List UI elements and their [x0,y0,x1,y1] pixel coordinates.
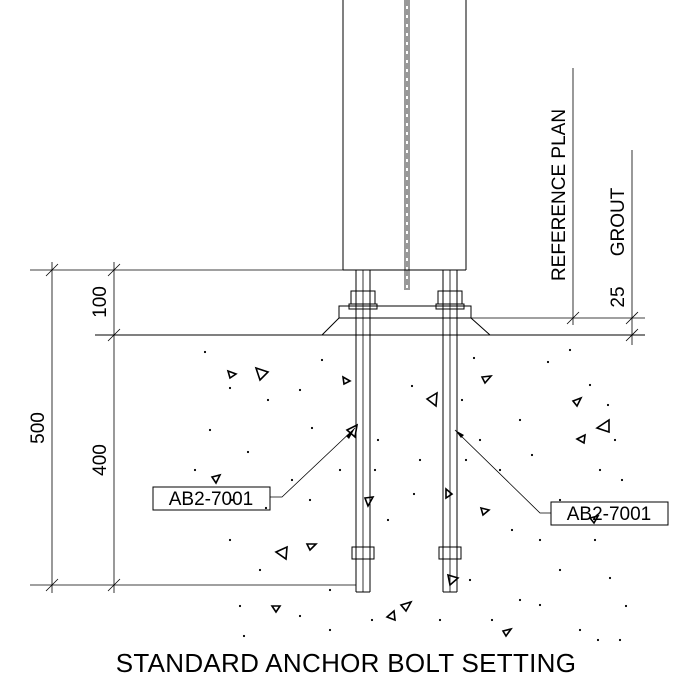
dim-top-label: 100 [90,286,111,318]
anchor-bolt-left [348,270,378,593]
bolt-tag-left: AB2-7001 [169,489,254,510]
dimension-lines-right [566,68,639,345]
dim-total-label: 500 [28,412,49,444]
steel-column [342,0,467,290]
bolt-tag-right: AB2-7001 [567,504,652,525]
anchor-bolt-right [435,270,465,593]
concrete-aggregate [210,366,610,638]
base-plate [320,305,492,336]
reference-plan-label: REFERENCE PLAN [549,109,570,281]
dim-embed-label: 400 [90,444,111,476]
bolt-tag-right-box [550,501,669,526]
drawing-caption: STANDARD ANCHOR BOLT SETTING [115,648,577,678]
bolt-tag-left-box [152,486,271,511]
leader-lines [270,427,551,514]
grout-label: GROUT [608,187,629,256]
grout-dim-label: 25 [608,286,629,307]
concrete-dots [193,348,628,642]
dimension-lines-left [30,262,356,593]
